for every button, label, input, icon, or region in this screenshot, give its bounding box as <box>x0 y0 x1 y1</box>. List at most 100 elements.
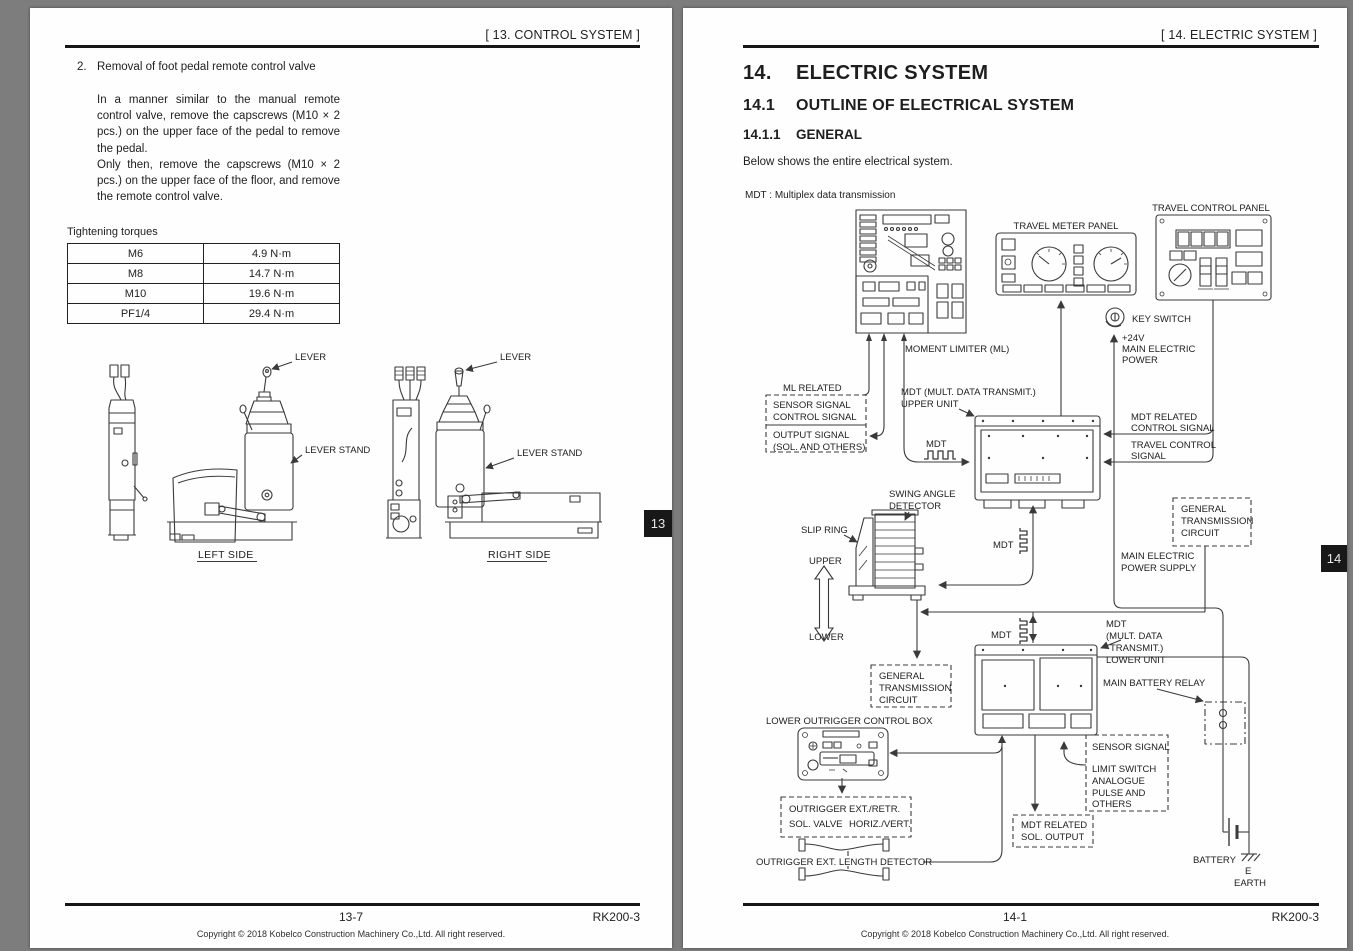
lever-stand-label-left: LEVER STAND <box>305 445 370 456</box>
label-lower: LOWER <box>809 632 844 643</box>
label-gtc-right-1: GENERAL <box>1181 504 1226 515</box>
page-number-left: 13-7 <box>338 910 364 924</box>
heading-3-title: GENERAL <box>796 127 863 142</box>
page-13-7: [ 13. CONTROL SYSTEM ] 2. Removal of foo… <box>30 8 672 948</box>
body-paragraphs: In a manner similar to the manual remote… <box>97 92 340 205</box>
caption-right-side: RIGHT SIDE <box>488 549 551 561</box>
doc-code-left: RK200-3 <box>592 910 640 924</box>
label-moment-limiter: MOMENT LIMITER (ML) <box>905 344 1009 355</box>
label-travel-meter-panel: TRAVEL METER PANEL <box>1014 221 1119 232</box>
chapter-header-right: [ 14. ELECTRIC SYSTEM ] <box>1160 28 1317 42</box>
label-mdt-lower-4: LOWER UNIT <box>1106 655 1166 666</box>
left-side-drawing <box>108 364 297 543</box>
label-travel-ctl-1: TRAVEL CONTROL <box>1131 440 1216 451</box>
table-row: M8 14.7 N·m <box>67 263 340 284</box>
mdt-lower-unit-drawing <box>974 644 1098 736</box>
label-key-switch: KEY SWITCH <box>1132 314 1191 325</box>
label-mdt-related-1: MDT RELATED <box>1131 412 1197 423</box>
doc-code-right: RK200-3 <box>1271 910 1319 924</box>
cell-torque: 4.9 N·m <box>203 243 340 264</box>
label-pulse-and: PULSE AND <box>1092 788 1145 799</box>
label-mdt-related-2: CONTROL SIGNAL <box>1131 423 1215 434</box>
outrigger-length-detector-symbols <box>798 838 890 881</box>
footer-rule-left <box>65 903 640 906</box>
heading-2-number: 14.1 <box>743 97 775 114</box>
paragraph-2: Only then, remove the capscrews (M10 × 2… <box>97 158 340 204</box>
cell-torque: 19.6 N·m <box>203 283 340 304</box>
copyright-left: Copyright © 2018 Kobelco Construction Ma… <box>196 929 506 939</box>
intro-text: Below shows the entire electrical system… <box>743 156 953 168</box>
slip-ring-drawing <box>848 509 926 601</box>
moment-limiter-panel-drawing <box>855 209 967 334</box>
main-battery-relay-drawing <box>1204 701 1246 745</box>
lower-outrigger-control-box-drawing <box>797 727 889 781</box>
label-gtc-right-2: TRANSMISSION <box>1181 516 1253 527</box>
label-mdt-2: MDT <box>993 540 1014 551</box>
label-power-supply-1: MAIN ELECTRIC <box>1121 551 1195 562</box>
label-gtc-right-3: CIRCUIT <box>1181 528 1220 539</box>
mdt-upper-unit-drawing <box>974 415 1101 509</box>
label-gtc-left-1: GENERAL <box>879 671 924 682</box>
label-travel-ctl-2: SIGNAL <box>1131 451 1166 462</box>
connection-wires <box>837 300 1261 869</box>
right-side-drawing <box>386 366 602 539</box>
page-14-1: [ 14. ELECTRIC SYSTEM ] 14. ELECTRIC SYS… <box>683 8 1347 948</box>
label-battery: BATTERY <box>1193 855 1237 866</box>
copyright-right: Copyright © 2018 Kobelco Construction Ma… <box>860 929 1170 939</box>
label-others: OTHERS <box>1092 799 1132 810</box>
heading-1-title: ELECTRIC SYSTEM <box>796 62 989 84</box>
label-sensor-signal-ctl: SENSOR SIGNAL <box>773 400 851 411</box>
cell-size: PF1/4 <box>67 303 204 324</box>
heading-1-number: 14. <box>743 62 772 84</box>
footer-rule-right <box>743 903 1319 906</box>
label-swing-angle-2: DETECTOR <box>889 501 941 512</box>
lever-label-right: LEVER <box>500 352 531 363</box>
chapter-header-left: [ 13. CONTROL SYSTEM ] <box>485 28 640 42</box>
cell-torque: 29.4 N·m <box>203 303 340 324</box>
paragraph-1: In a manner similar to the manual remote… <box>97 94 340 155</box>
signal-boxes <box>765 394 1252 848</box>
heading-2-title: OUTLINE OF ELECTRICAL SYSTEM <box>796 97 1075 114</box>
torque-table-caption: Tightening torques <box>67 226 158 238</box>
label-swing-angle-1: SWING ANGLE <box>889 489 956 500</box>
label-mdt-upper-1: MDT (MULT. DATA TRANSMIT.) <box>901 387 1036 398</box>
header-rule-left <box>65 45 640 48</box>
label-power: POWER <box>1122 355 1158 366</box>
mdt-pulse-symbols <box>924 450 1028 644</box>
label-mdt-3: MDT <box>991 630 1012 641</box>
label-mdt-sol-1: MDT RELATED <box>1021 820 1087 831</box>
label-sensor-signal: SENSOR SIGNAL <box>1092 742 1170 753</box>
label-ml-related: ML RELATED <box>783 383 842 394</box>
header-rule-right <box>743 45 1319 48</box>
label-24v: +24V <box>1122 333 1145 344</box>
heading-3-number: 14.1.1 <box>743 127 781 142</box>
cell-torque: 14.7 N·m <box>203 263 340 284</box>
label-mdt-sol-2: SOL. OUTPUT <box>1021 832 1085 843</box>
label-upper: UPPER <box>809 556 842 567</box>
caption-left-side: LEFT SIDE <box>198 549 254 561</box>
list-item-title: Removal of foot pedal remote control val… <box>97 61 316 73</box>
cell-size: M6 <box>67 243 204 264</box>
label-sol-valve: SOL. VALVE <box>789 819 843 830</box>
chapter-tab-13: 13 <box>644 510 672 537</box>
page-number-right: 14-1 <box>1002 910 1028 924</box>
cell-size: M10 <box>67 283 204 304</box>
mdt-note: MDT : Multiplex data transmission <box>745 190 896 201</box>
table-row: PF1/4 29.4 N·m <box>67 303 340 324</box>
torque-table: M6 4.9 N·m M8 14.7 N·m M10 19.6 N·m PF1/… <box>67 243 340 324</box>
chapter-tab-14: 14 <box>1321 545 1347 572</box>
label-main-battery-relay: MAIN BATTERY RELAY <box>1103 678 1206 689</box>
label-horiz-vert: HORIZ./VERT. <box>849 819 911 830</box>
list-item-number: 2. <box>77 61 87 73</box>
label-sol-and-others: (SOL. AND OTHERS) <box>773 442 865 453</box>
lever-figure: LEVER LEVER STAND LEVER LEVER STAND LEFT… <box>108 352 602 563</box>
label-main-electric: MAIN ELECTRIC <box>1122 344 1196 355</box>
cell-size: M8 <box>67 263 204 284</box>
label-output-signal: OUTPUT SIGNAL <box>773 430 849 441</box>
travel-control-panel-drawing <box>1155 214 1272 301</box>
lever-stand-label-right: LEVER STAND <box>517 448 582 459</box>
label-gtc-left-2: TRANSMISSION <box>879 683 951 694</box>
figure-labels: LEVER LEVER STAND LEVER LEVER STAND LEFT… <box>198 352 582 561</box>
figure-callout-arrows <box>197 361 547 563</box>
label-earth: EARTH <box>1234 878 1266 889</box>
